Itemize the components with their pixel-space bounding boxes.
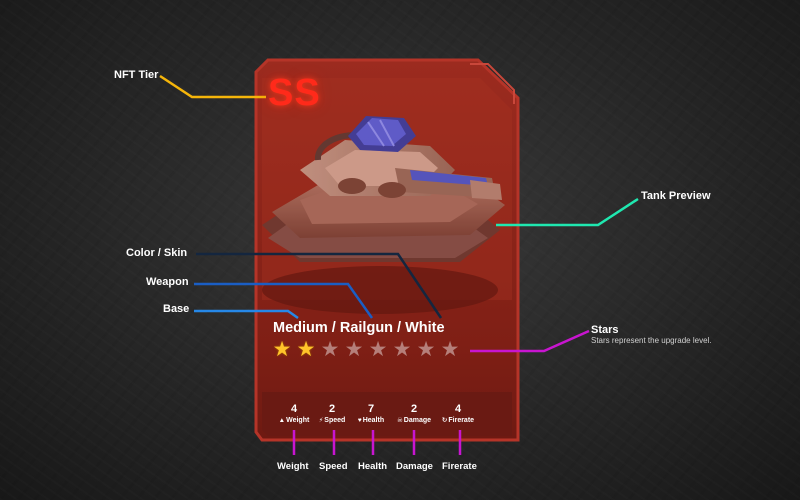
star-icon: ★ <box>296 338 316 361</box>
stat-label: Speed <box>324 417 346 424</box>
health-annotation: Health <box>358 461 388 472</box>
tank-name: Medium / Railgun / White <box>273 320 445 336</box>
stat-label: Weight <box>286 417 310 424</box>
stat-firerate: 4 ↻Firerate <box>438 403 478 426</box>
tank-preview-line <box>496 197 639 227</box>
skull-icon: ☠ <box>396 417 403 424</box>
stars-annotation: Stars <box>591 324 619 336</box>
nft-tier-annotation: NFT Tier <box>114 69 159 81</box>
nft-tier-badge: SS <box>268 72 321 114</box>
stat-damage: 2 ☠Damage <box>394 403 434 426</box>
stat-speed: 2 ⚡Speed <box>312 403 352 426</box>
tank-preview-annotation: Tank Preview <box>641 190 711 202</box>
stats-band <box>262 392 512 436</box>
star-icon: ★ <box>416 338 436 361</box>
star-icon: ★ <box>344 338 364 361</box>
lightning-icon: ⚡ <box>318 417 324 424</box>
stat-label: Health <box>362 417 385 424</box>
color-skin-annotation: Color / Skin <box>126 247 188 259</box>
weight-annotation: Weight <box>277 461 309 472</box>
stat-value: 2 <box>410 403 418 415</box>
star-icon: ★ <box>392 338 412 361</box>
stat-value: 7 <box>367 403 375 415</box>
heart-icon: ♥ <box>357 417 362 424</box>
star-icon: ★ <box>440 338 460 361</box>
stars-line <box>470 329 590 353</box>
stat-label: Damage <box>403 417 432 424</box>
damage-annotation: Damage <box>396 461 433 472</box>
refresh-icon: ↻ <box>441 417 448 424</box>
stat-value: 4 <box>454 403 462 415</box>
stat-value: 4 <box>290 403 298 415</box>
base-line <box>194 309 299 320</box>
nft-tier-line <box>159 74 266 99</box>
star-icon: ★ <box>272 338 292 361</box>
star-icon: ★ <box>368 338 388 361</box>
stat-health: 7 ♥Health <box>351 403 391 426</box>
firerate-annotation: Firerate <box>442 461 477 472</box>
base-annotation: Base <box>163 303 190 315</box>
star-icon: ★ <box>320 338 340 361</box>
tank-preview-image <box>262 116 505 314</box>
weight-icon: ▲ <box>278 417 286 424</box>
stat-value: 2 <box>328 403 336 415</box>
stat-weight: 4 ▲Weight <box>274 403 314 426</box>
weapon-line <box>194 282 374 319</box>
color-skin-line <box>196 252 443 319</box>
speed-annotation: Speed <box>319 461 348 472</box>
stat-label: Firerate <box>448 417 475 424</box>
stars-description: Stars represent the upgrade level. <box>591 336 712 345</box>
card-corner-trim <box>470 63 515 104</box>
weapon-annotation: Weapon <box>146 276 189 288</box>
